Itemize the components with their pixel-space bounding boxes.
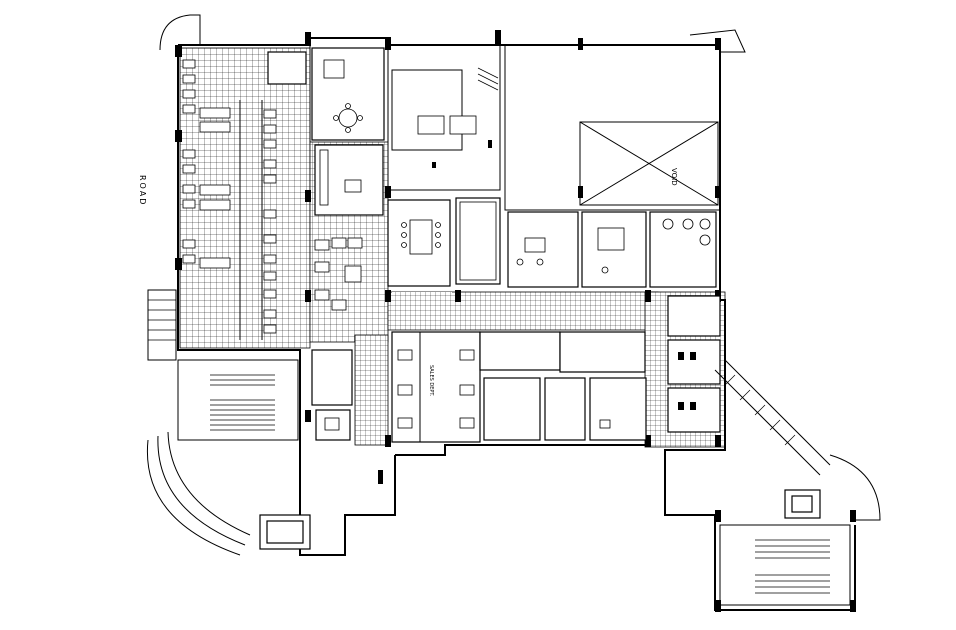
room-small-top-left bbox=[267, 51, 307, 85]
room-cafeteria bbox=[649, 211, 717, 288]
room-store bbox=[479, 331, 561, 441]
room-cabin-2 bbox=[314, 144, 384, 216]
lobby-sofa-block bbox=[314, 237, 363, 311]
right-diagonal-stair bbox=[714, 359, 831, 476]
room-electrical bbox=[544, 331, 647, 441]
room-lift-lobby bbox=[391, 69, 477, 168]
room-conference bbox=[387, 199, 451, 287]
structural-columns bbox=[175, 30, 856, 612]
room-sales-dept: SALES DEPT. bbox=[391, 331, 481, 443]
curved-ramp-bottom-left bbox=[146, 431, 311, 556]
room-office-1 bbox=[507, 211, 579, 288]
lobby-seating-rows bbox=[182, 59, 277, 340]
corner-balcony-bottom-right bbox=[829, 454, 881, 521]
planter-area bbox=[311, 349, 353, 406]
void-area: VOID bbox=[670, 168, 678, 186]
lift-core-center bbox=[315, 409, 351, 441]
side-ramp-left bbox=[147, 289, 177, 361]
sales-dept-label: SALES DEPT. bbox=[428, 365, 434, 397]
right-bottom-staircase bbox=[719, 489, 851, 606]
corner-balcony-top-right bbox=[689, 29, 746, 53]
room-waiting bbox=[455, 197, 501, 285]
room-office-2 bbox=[581, 211, 647, 288]
left-staircase bbox=[177, 359, 299, 441]
toilet-block bbox=[667, 295, 721, 433]
void-label: VOID bbox=[670, 168, 678, 186]
small-stair-top bbox=[477, 67, 499, 148]
room-cabin-1 bbox=[311, 47, 385, 141]
road-label: ROAD bbox=[138, 175, 147, 206]
corner-balcony-top-left bbox=[159, 14, 201, 51]
